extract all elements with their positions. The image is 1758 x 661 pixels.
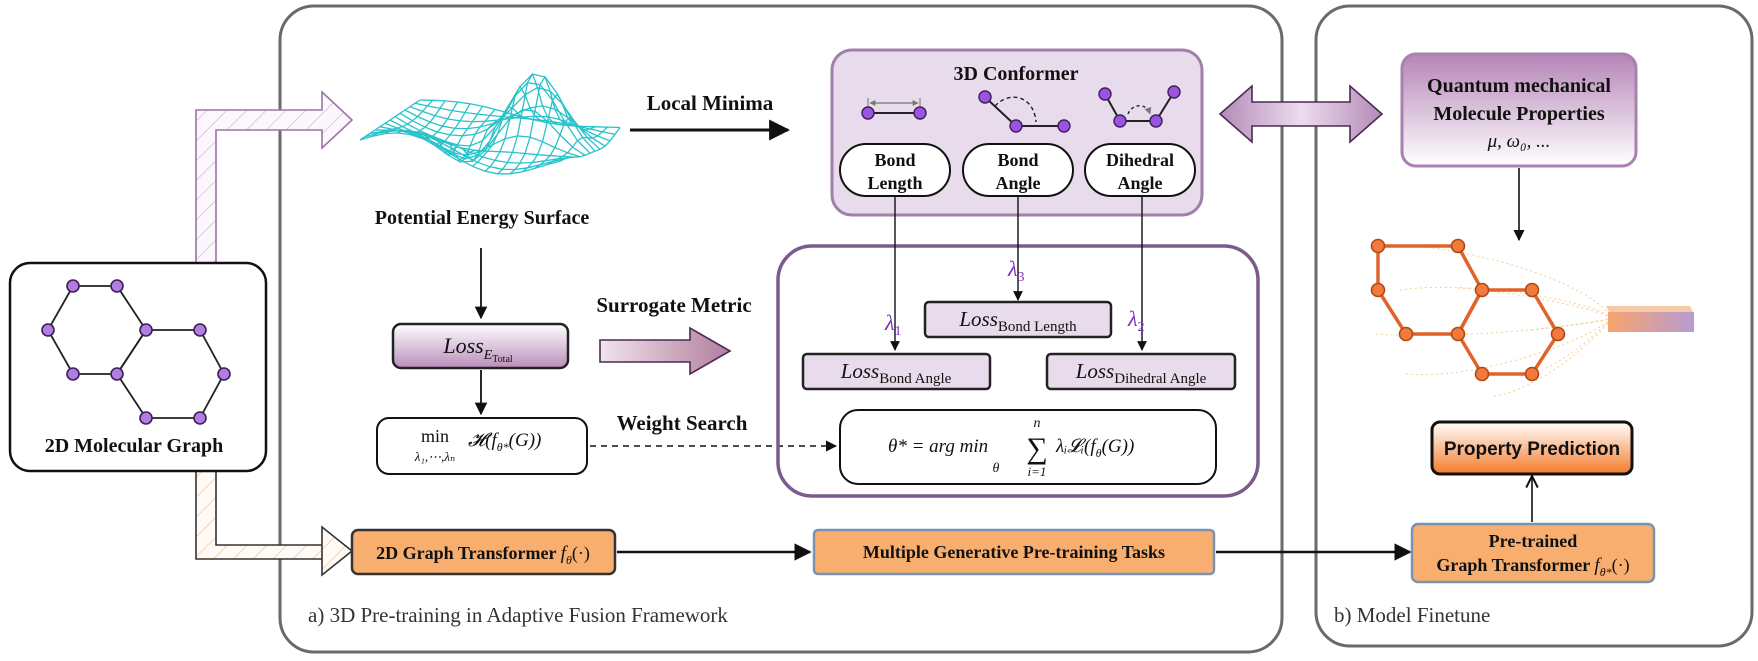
svg-text:𝓗(fθ*(G)): 𝓗(fθ*(G)) [468, 430, 541, 454]
loss-bond-length-label: LossBond Length [958, 307, 1077, 335]
bond-angle-icon [978, 90, 1071, 133]
embedding-bar-icon [1606, 306, 1694, 332]
gen-tasks-box [812, 528, 1216, 576]
svg-text:Bond: Bond [874, 150, 915, 170]
molecular-graph-label: 2D Molecular Graph [45, 435, 224, 457]
hatched-arrow-to-transformer [195, 469, 354, 577]
property-prediction-box [1430, 420, 1634, 476]
quantum-line3: μ, ω₀, ... [1487, 131, 1551, 152]
svg-text:Length: Length [867, 173, 922, 193]
pretrained-line2: Graph Transformer fθ*(·) [1436, 555, 1629, 579]
theta-formula-box [839, 409, 1217, 485]
svg-text:θ: θ [993, 461, 1000, 476]
bond-length-icon [861, 98, 927, 120]
loss-dihedral-label: LossDihedral Angle [1075, 359, 1207, 387]
loss-dihedral-box [1045, 352, 1237, 391]
surrogate-arrow [599, 326, 732, 376]
property-prediction-label: Property Prediction [1444, 439, 1620, 460]
pretrained-line1: Pre-trained [1489, 531, 1578, 551]
loss-total-label: LossETotal [442, 333, 513, 365]
theta-formula: θ* = arg min θ n ∑ i=1 λᵢ𝓛ᵢ(fθ(G)) [888, 416, 1134, 479]
pes-grid-line [419, 99, 621, 129]
min-formula: min λ₁,⋯,λₙ 𝓗(fθ*(G)) [414, 426, 542, 464]
gen-tasks-label: Multiple Generative Pre-training Tasks [863, 542, 1165, 562]
panel-a-frame [278, 4, 1284, 654]
panel-b-caption: b) Model Finetune [1334, 603, 1490, 627]
loss-bond-length-box [923, 300, 1113, 339]
pes-grid-line [394, 73, 596, 152]
svg-text:λᵢ𝓛ᵢ(fθ(G)): λᵢ𝓛ᵢ(fθ(G)) [1055, 436, 1134, 460]
svg-text:Dihedral: Dihedral [1106, 150, 1174, 170]
surrogate-metric-label: Surrogate Metric [596, 293, 751, 317]
molecule-2d-nodes [41, 279, 231, 425]
conformer-title: 3D Conformer [954, 63, 1079, 85]
svg-text:n: n [1034, 416, 1041, 431]
weight-search-label: Weight Search [617, 411, 748, 435]
loss-bond-angle-label: LossBond Angle [840, 359, 952, 387]
quantum-line1: Quantum mechanical [1427, 75, 1611, 97]
pill-bond-angle: Bond Angle [962, 143, 1074, 197]
quantum-line2: Molecule Properties [1433, 103, 1604, 125]
local-minima-label: Local Minima [647, 91, 774, 115]
molecule-finetune-icon [1376, 244, 1561, 376]
lambda2-label: λ2 [1127, 306, 1145, 335]
loss-total-box [391, 322, 570, 370]
pes-grid-line [497, 72, 558, 175]
pes-grid-line [359, 132, 561, 175]
pes-grid-line [384, 109, 586, 163]
svg-text:Angle: Angle [996, 173, 1041, 193]
panel-a-caption: a) 3D Pre-training in Adaptive Fusion Fr… [308, 603, 728, 627]
svg-text:∑: ∑ [1026, 432, 1047, 465]
svg-text:i=1: i=1 [1028, 464, 1047, 479]
pes-grid-line [389, 82, 591, 160]
svg-text:Bond: Bond [997, 150, 1038, 170]
svg-text:Angle: Angle [1118, 173, 1163, 193]
svg-text:θ* = arg min: θ* = arg min [888, 436, 988, 457]
molecule-finetune-nodes [1370, 238, 1566, 382]
svg-text:min: min [421, 426, 449, 446]
lambda1-label: λ1 [884, 310, 902, 339]
min-formula-box [376, 417, 588, 475]
pes-grid-line [414, 102, 616, 136]
double-arrow-conformer-quantum [1218, 84, 1384, 144]
potential-energy-surface-plot [359, 72, 621, 175]
pill-bond-length: Bond Length [839, 143, 951, 197]
panel-b-frame [1314, 4, 1754, 648]
loss-bond-angle-box [801, 352, 992, 391]
hatched-arrow-to-pes [195, 90, 354, 265]
pes-grid-line [409, 106, 611, 142]
pes-label: Potential Energy Surface [375, 207, 590, 229]
lambda3-label: λ3 [1007, 256, 1025, 285]
dihedral-angle-icon [1098, 85, 1181, 128]
pill-dihedral-angle: Dihedral Angle [1084, 143, 1196, 197]
transformer-2d-label: 2D Graph Transformer fθ(·) [376, 543, 590, 567]
transformer-2d-box [350, 528, 617, 576]
quantum-properties-box [1400, 52, 1638, 168]
pretrained-transformer-box [1410, 522, 1656, 584]
svg-text:λ₁,⋯,λₙ: λ₁,⋯,λₙ [414, 449, 456, 464]
